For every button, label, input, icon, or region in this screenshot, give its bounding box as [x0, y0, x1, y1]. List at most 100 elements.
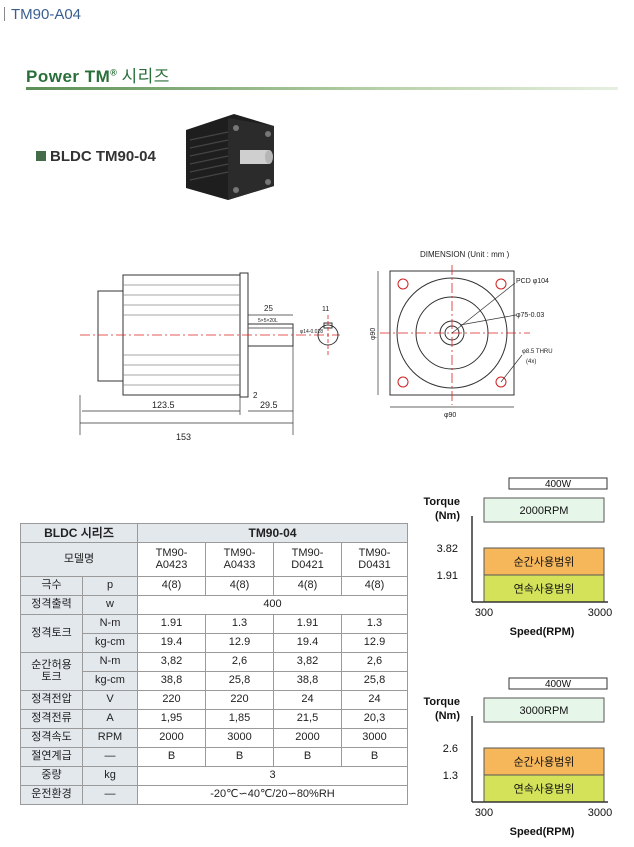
table-cell: 12.9 — [205, 633, 274, 653]
table-cell: 4(8) — [205, 576, 274, 596]
row-unit: V — [82, 690, 138, 710]
x-axis-label: Speed(RPM) — [510, 626, 575, 638]
dim-key: 5×5×20L — [258, 318, 278, 324]
document-title: TM90-A04 — [4, 6, 81, 23]
row-label: 정격속도 — [20, 728, 83, 748]
model-cell: TM90-D0421 — [273, 542, 342, 577]
row-label: 중량 — [20, 766, 83, 786]
power-box — [508, 677, 608, 690]
table-cell: B — [137, 747, 206, 767]
table-cell: 25,8 — [205, 671, 274, 691]
table-cell: 3000 — [341, 728, 408, 748]
dim-shaft: φ14-0.018 — [300, 329, 323, 335]
table-cell: 220 — [205, 690, 274, 710]
dim-123-5: 123.5 — [152, 400, 175, 410]
dimension-drawing: 123.5 29.5 153 2 25 5×5×20L φ14-0.018 11… — [79, 250, 553, 442]
table-cell: 4(8) — [273, 576, 342, 596]
table-cell: 2000 — [273, 728, 342, 748]
y-tick-label: 3.82 — [437, 543, 458, 555]
region-label-1: 연속사용범위 — [514, 783, 575, 796]
region-label-1: 연속사용범위 — [514, 583, 575, 596]
table-row: 정격전압 V 220 220 24 24 — [20, 690, 408, 710]
rated-speed-label: 3000RPM — [520, 705, 569, 717]
y-tick-label: 1.3 — [443, 770, 458, 782]
table-cell: 1.91 — [273, 614, 342, 634]
table-cell: 4(8) — [341, 576, 408, 596]
row-unit: N-m — [82, 614, 138, 634]
table-cell: 1,95 — [137, 709, 206, 729]
x-tick-label: 300 — [475, 607, 493, 619]
row-unit: kg-cm — [82, 633, 138, 653]
dim-29-5: 29.5 — [260, 400, 278, 410]
row-unit: N-m — [82, 652, 138, 672]
table-row: 정격전류 A 1,95 1,85 21,5 20,3 — [20, 709, 408, 729]
row-label: 정격토크 — [20, 614, 83, 653]
table-cell: 24 — [273, 690, 342, 710]
x-tick-label: 3000 — [588, 607, 612, 619]
row-unit: A — [82, 709, 138, 729]
table-cell: -20℃∽40℃/20∽80%RH — [137, 785, 408, 805]
dim-25: 25 — [264, 304, 273, 313]
region-0 — [483, 747, 605, 776]
table-cell: 21,5 — [273, 709, 342, 729]
row-unit: p — [82, 576, 138, 596]
table-row: 모델명 TM90-A0423 TM90-A0433 TM90-D0421 TM9… — [20, 542, 408, 577]
series-title: Power TM®시리즈 — [26, 67, 170, 86]
table-row: 절연계급 — B B B B — [20, 747, 408, 767]
row-unit: w — [82, 595, 138, 615]
model-cell: TM90-A0433 — [205, 542, 274, 577]
table-row: kg-cm 38,8 25,8 38,8 25,8 — [21, 671, 408, 691]
table-cell: 220 — [137, 690, 206, 710]
y-tick-label: 1.91 — [437, 570, 458, 582]
table-cell: 19.4 — [137, 633, 206, 653]
table-row: 정격토크 N-m 1.91 1.3 1.91 1.3 — [20, 614, 408, 653]
table-cell: 25,8 — [341, 671, 408, 691]
dim-2: 2 — [253, 391, 258, 400]
table-cell: 3,82 — [273, 652, 342, 672]
table-cell: 12.9 — [341, 633, 408, 653]
row-label: 정격출력 — [20, 595, 83, 615]
dim-thru: φ8.5 THRU — [522, 349, 553, 355]
table-cell: B — [341, 747, 408, 767]
spec-table: BLDC 시리즈 TM90-04 모델명 TM90-A0423 TM90-A04… — [20, 523, 408, 805]
y-axis-label-unit: (Nm) — [435, 510, 460, 522]
row-unit: — — [82, 747, 138, 767]
table-cell: 1.3 — [341, 614, 408, 634]
table-cell: 2,6 — [341, 652, 408, 672]
dimension-unit-label: DIMENSION (Unit : mm ) — [420, 250, 510, 259]
table-row: 운전환경 — -20℃∽40℃/20∽80%RH — [20, 785, 408, 805]
table-cell: 1,85 — [205, 709, 274, 729]
model-title: BLDC TM90-04 — [36, 148, 156, 165]
dim-pilot: φ75-0.03 — [516, 312, 544, 319]
row-unit: RPM — [82, 728, 138, 748]
table-cell: 3000 — [205, 728, 274, 748]
region-1 — [483, 574, 605, 603]
table-cell: 3 — [137, 766, 408, 786]
table-row: BLDC 시리즈 TM90-04 — [20, 523, 408, 543]
model-cell: TM90-A0423 — [137, 542, 206, 577]
x-axis-label: Speed(RPM) — [510, 826, 575, 838]
dim-phi90-vertical: φ90 — [370, 328, 377, 340]
x-tick-label: 300 — [475, 807, 493, 819]
table-cell: 1.91 — [137, 614, 206, 634]
table-cell: 2,6 — [205, 652, 274, 672]
table-cell: 24 — [341, 690, 408, 710]
torque-speed-chart-3000rpm: 400W3000RPMTorque(Nm)순간사용범위연속사용범위2.61.33… — [424, 677, 612, 838]
table-row: 정격출력 w 400 — [20, 595, 408, 615]
region-1 — [483, 774, 605, 803]
table-cell: 2000 — [137, 728, 206, 748]
dim-pcd: PCD φ104 — [516, 278, 549, 285]
y-tick-label: 2.6 — [443, 743, 458, 755]
rated-speed-box — [483, 697, 605, 723]
table-row: 정격속도 RPM 2000 3000 2000 3000 — [20, 728, 408, 748]
bullet-square-icon — [36, 151, 46, 161]
table-cell: 4(8) — [137, 576, 206, 596]
table-row: 극수 p 4(8) 4(8) 4(8) 4(8) — [20, 576, 408, 596]
table-cell: 3,82 — [137, 652, 206, 672]
dim-thru-qty: (4x) — [526, 359, 536, 365]
row-label: 극수 — [20, 576, 83, 596]
power-box — [508, 477, 608, 490]
torque-speed-chart-2000rpm: 400W2000RPMTorque(Nm)순간사용범위연속사용범위3.821.9… — [424, 477, 612, 638]
